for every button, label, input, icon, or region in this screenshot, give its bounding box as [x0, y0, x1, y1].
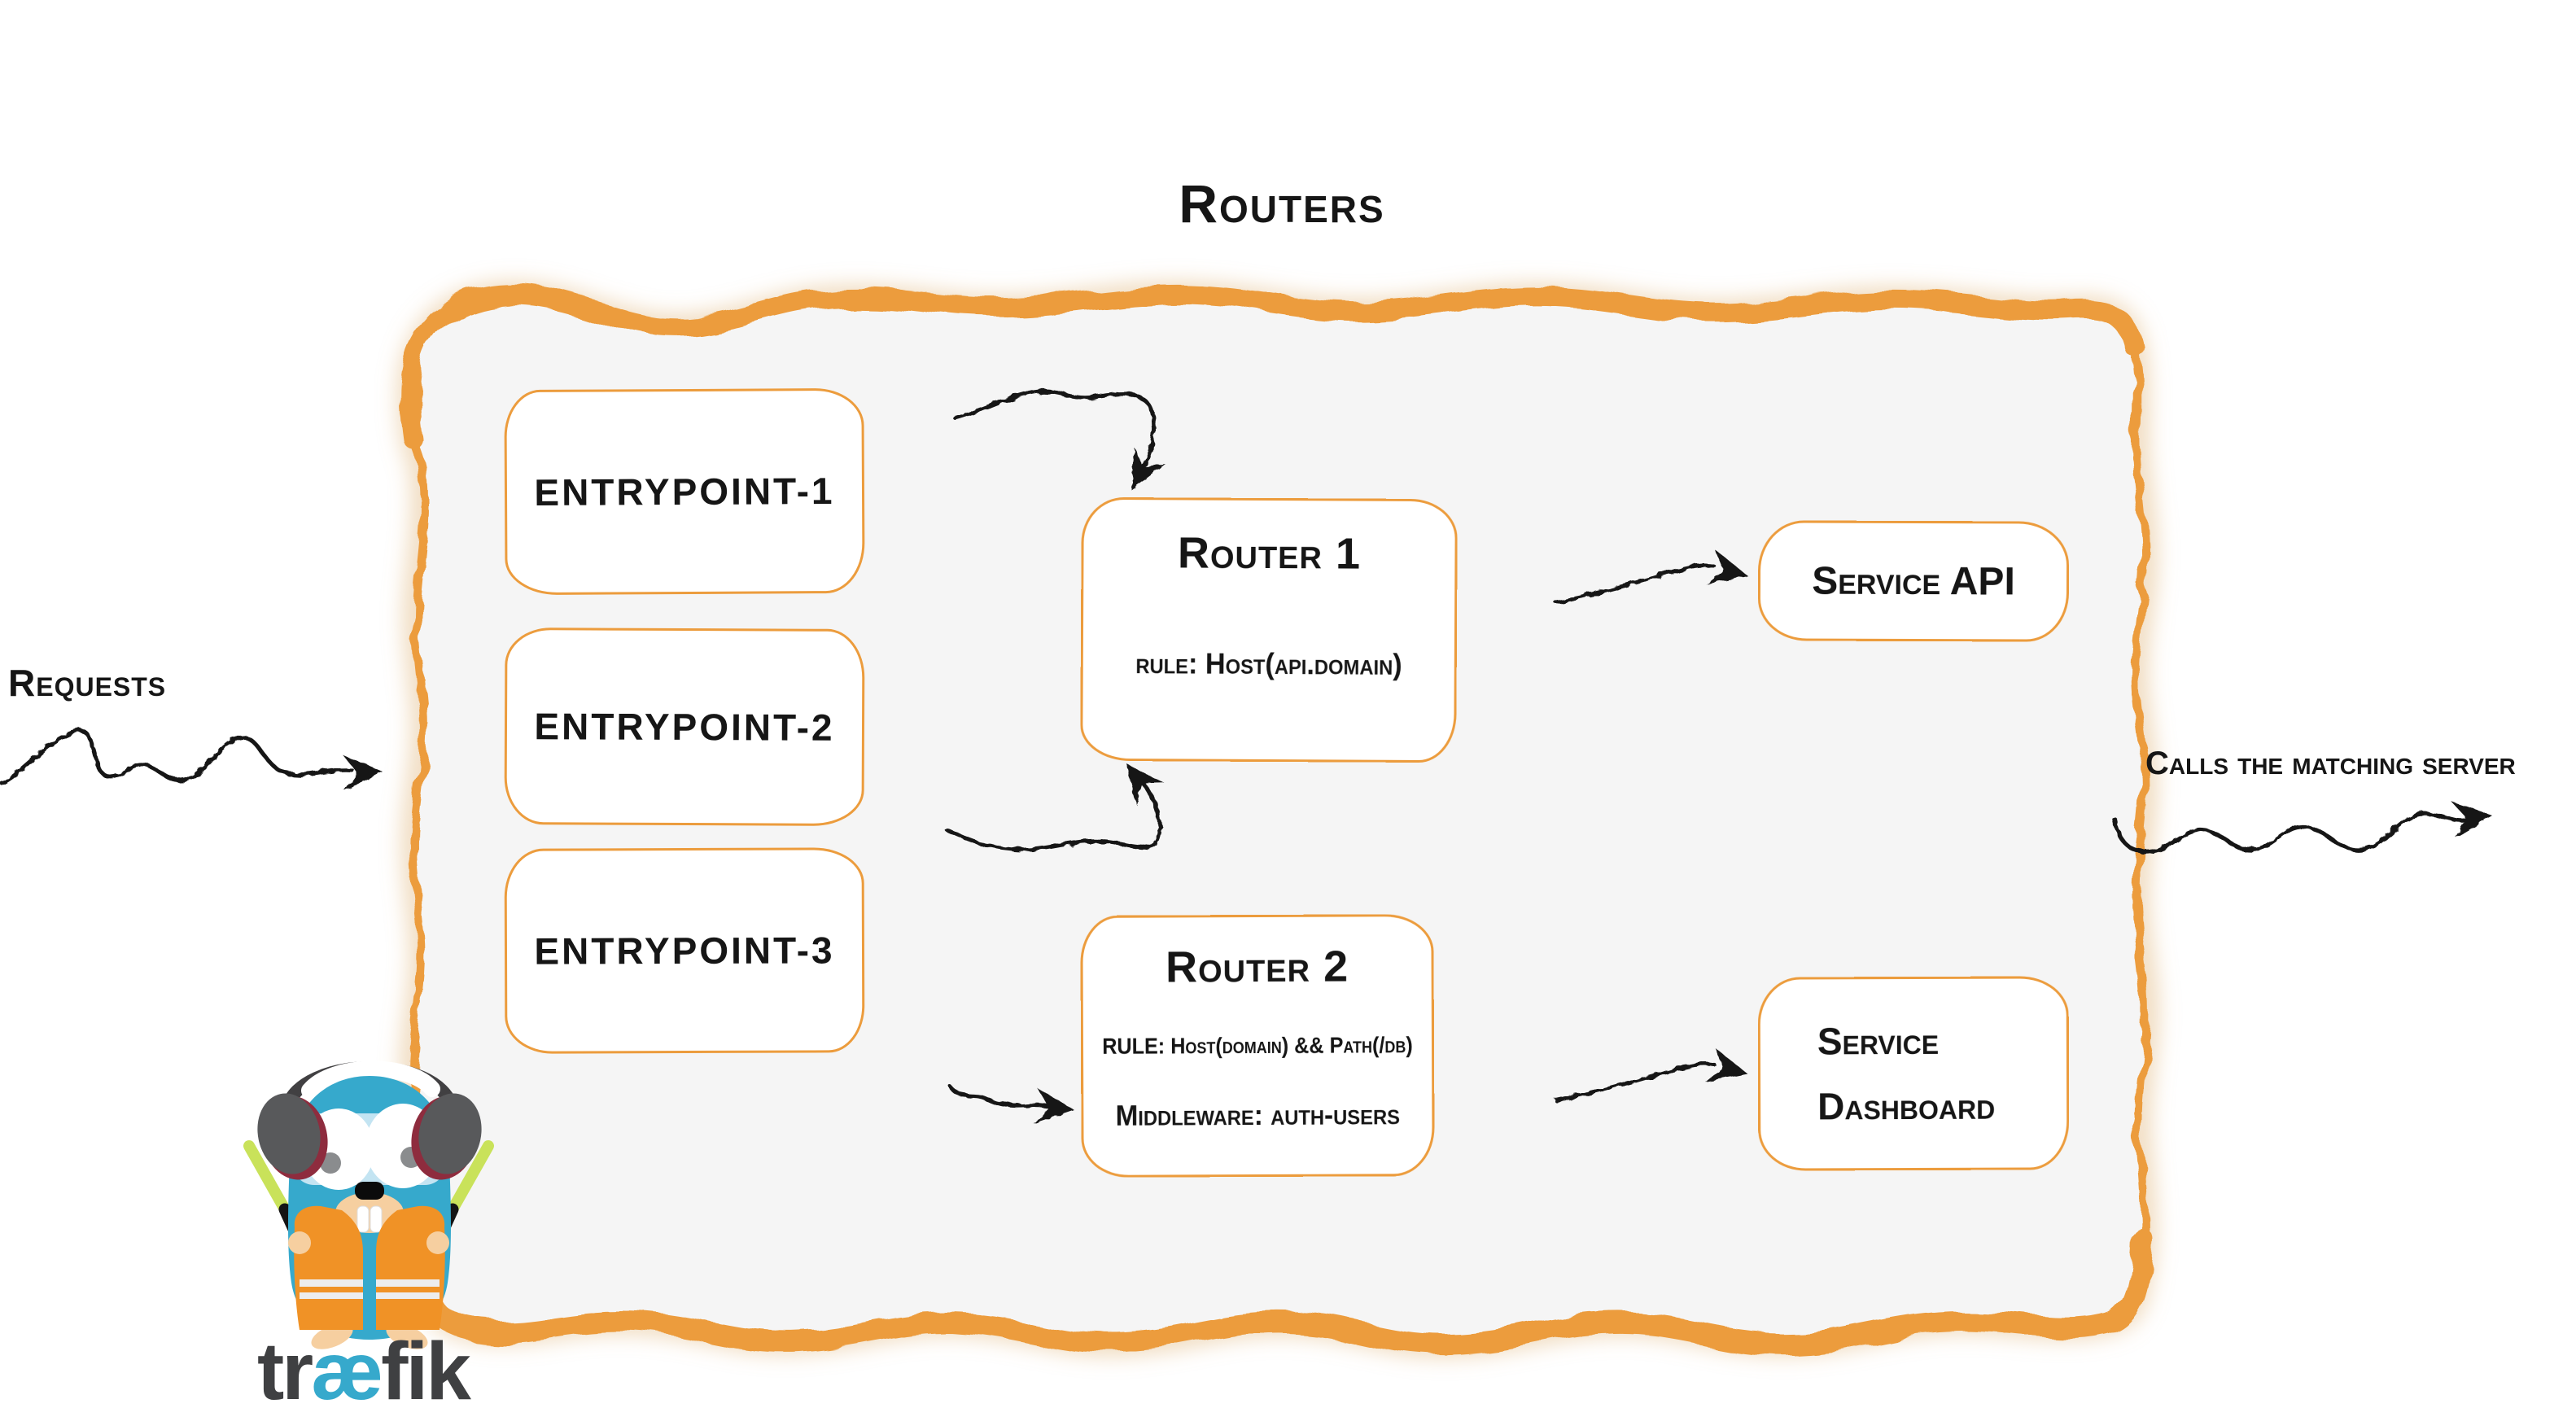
gopher-foot-left: [311, 1323, 353, 1349]
headphone-band-pad: [301, 1060, 440, 1099]
router1-to-service-api-arrow: [1554, 549, 1748, 605]
gopher-tooth-left: [356, 1205, 370, 1233]
traefik-gopher-logo: [243, 1060, 494, 1349]
router-1-title: Router 1: [1177, 528, 1362, 579]
requests-label: Requests: [8, 662, 167, 704]
gopher-foot-right: [386, 1323, 428, 1349]
wordmark-post: fik: [381, 1326, 471, 1408]
frame-bottom-brush: [411, 1227, 2151, 1356]
glow-stick-right: [447, 1140, 494, 1215]
service-dashboard-box: Service Dashboard: [1757, 976, 2070, 1171]
gopher-nose: [355, 1182, 384, 1200]
router-2-box: Router 2 RULE: Host(domain) && Path(/db)…: [1080, 914, 1435, 1178]
entrypoint-2-box: entrypoint-2: [504, 627, 865, 826]
entrypoint-1-label: entrypoint-1: [534, 470, 835, 514]
entrypoint3-to-router2-arrow: [948, 1085, 1074, 1124]
calls-arrow: [2112, 802, 2492, 854]
wordmark-ae-ligature: æ: [311, 1326, 383, 1408]
service-dashboard-label-line2: Dashboard: [1817, 1084, 1996, 1128]
headphone-cup-left: [257, 1093, 328, 1180]
wordmark-pre: tr: [257, 1326, 313, 1408]
service-api-label: Service API: [1812, 559, 2015, 603]
calls-label: Calls the matching server: [2145, 746, 2516, 781]
router-1-box: Router 1 rule: Host(api.domain): [1080, 496, 1458, 763]
router-2-middleware: Middleware: auth-users: [1115, 1099, 1401, 1132]
frame-top-brush: [400, 284, 2142, 449]
router-2-title: Router 2: [1165, 942, 1349, 992]
gopher-tooth-right: [370, 1205, 383, 1233]
entrypoint1-to-router1-arrow: [953, 389, 1166, 490]
service-dashboard-label-line1: Service: [1817, 1019, 1940, 1063]
entrypoint2-to-router1-arrow: [945, 763, 1165, 852]
entrypoint-3-label: entrypoint-3: [534, 929, 835, 973]
router2-to-service-dashboard-arrow: [1554, 1047, 1748, 1103]
diagram-title: Routers: [1179, 173, 1385, 234]
traefik-wordmark: træfik: [257, 1325, 471, 1408]
entrypoint-2-label: entrypoint-2: [534, 705, 835, 749]
gopher-hand-left: [288, 1231, 311, 1254]
gopher-hand-right: [426, 1231, 449, 1254]
router-1-rule: rule: Host(api.domain): [1135, 646, 1402, 681]
glow-stick-left: [243, 1140, 291, 1215]
entrypoint-1-box: entrypoint-1: [504, 387, 865, 596]
entrypoint-3-box: entrypoint-3: [504, 847, 865, 1054]
headphone-cup-right: [411, 1093, 482, 1180]
router-2-rule: RULE: Host(domain) && Path(/db): [1102, 1032, 1413, 1059]
safety-vest: [294, 1205, 445, 1330]
requests-arrow: [0, 728, 383, 791]
service-api-box: Service API: [1757, 520, 2070, 642]
